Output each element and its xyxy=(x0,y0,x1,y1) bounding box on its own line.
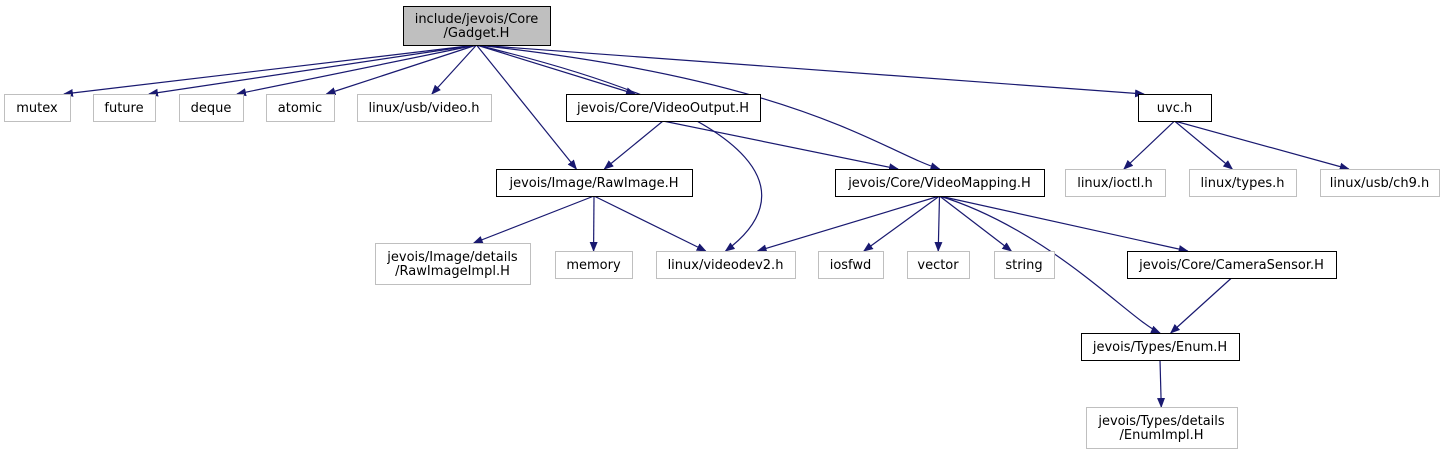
edge-enum-to-enumimpl xyxy=(1157,359,1166,408)
edge-gadget-to-mutex xyxy=(63,44,477,97)
edge-gadget-to-future xyxy=(148,44,477,97)
node-label: linux/videodev2.h xyxy=(668,258,784,273)
node-jevois-core-videomapping-h[interactable]: jevois/Core/VideoMapping.H xyxy=(835,169,1045,197)
node-box xyxy=(907,251,970,279)
node-jevois-core-videooutput-h[interactable]: jevois/Core/VideoOutput.H xyxy=(566,94,761,122)
node-box xyxy=(994,251,1055,279)
node-vector: vector xyxy=(907,251,970,279)
node-label: linux/usb/ch9.h xyxy=(1330,176,1429,191)
node-atomic: atomic xyxy=(266,94,335,122)
node-jevois-types-enum-h[interactable]: jevois/Types/Enum.H xyxy=(1081,333,1240,361)
edge-rawimage-to-videodev2 xyxy=(593,195,707,252)
node-deque: deque xyxy=(179,94,244,122)
edge-videomapping-to-string xyxy=(939,195,1013,252)
node-box xyxy=(1138,94,1212,122)
node-label: jevois/Core/VideoOutput.H xyxy=(576,101,749,116)
node-label: jevois/Core/VideoMapping.H xyxy=(847,176,1031,191)
node-jevois-core-camerasensor-h[interactable]: jevois/Core/CameraSensor.H xyxy=(1127,251,1337,279)
node-label: uvc.h xyxy=(1157,101,1192,116)
node-box xyxy=(1320,169,1440,197)
node-box xyxy=(375,243,531,285)
node-memory: memory xyxy=(555,251,633,279)
edge-videomapping-to-camerasensor xyxy=(939,195,1189,253)
node-box xyxy=(818,251,884,279)
node-label: /Gadget.H xyxy=(444,26,510,41)
node-label: atomic xyxy=(278,101,322,116)
node-label: linux/usb/video.h xyxy=(368,101,479,116)
edge-videomapping-to-videodev2 xyxy=(756,195,940,253)
nodes-layer: include/jevois/Core/Gadget.H mutex future d… xyxy=(4,6,1440,449)
edges-layer xyxy=(63,44,1350,408)
edge-gadget-to-rawimage xyxy=(476,44,578,170)
node-mutex: mutex xyxy=(4,94,71,122)
node-box xyxy=(93,94,156,122)
edge-gadget-to-atomic xyxy=(325,44,477,96)
node-label: vector xyxy=(917,258,959,273)
node-box xyxy=(1086,407,1238,449)
node-box xyxy=(1189,169,1297,197)
node-label: future xyxy=(104,101,143,116)
edge-gadget-to-usbvideo xyxy=(431,44,477,95)
node-label: mutex xyxy=(16,101,58,116)
edge-videomapping-to-iosfwd xyxy=(863,195,940,252)
node-label: jevois/Image/RawImage.H xyxy=(508,176,678,191)
node-box xyxy=(1127,251,1337,279)
node-box xyxy=(357,94,492,122)
edge-gadget-to-videomapping xyxy=(476,44,941,171)
node-linux-types-h: linux/types.h xyxy=(1189,169,1297,197)
node-jevois-image-details-rawimageimpl-h: jevois/Image/details/RawImageImpl.H xyxy=(375,243,531,285)
node-linux-usb-video-h: linux/usb/video.h xyxy=(357,94,492,122)
node-box xyxy=(4,94,71,122)
edge-uvc-to-types xyxy=(1174,120,1234,170)
edge-gadget-to-uvc xyxy=(476,44,1145,98)
node-label: linux/ioctl.h xyxy=(1077,176,1153,191)
node-future: future xyxy=(93,94,156,122)
node-box xyxy=(656,251,796,279)
node-label: string xyxy=(1005,258,1042,273)
node-label: iosfwd xyxy=(830,258,872,273)
node-jevois-types-details-enumimpl-h: jevois/Types/details/EnumImpl.H xyxy=(1086,407,1238,449)
edge-gadget-to-videodev2 xyxy=(476,44,763,252)
edge-videomapping-to-vector xyxy=(934,195,943,252)
node-box xyxy=(566,94,761,122)
node-label: /RawImageImpl.H xyxy=(395,264,510,279)
node-box xyxy=(835,169,1045,197)
node-box xyxy=(496,169,693,197)
node-box xyxy=(403,6,551,46)
node-jevois-image-rawimage-h[interactable]: jevois/Image/RawImage.H xyxy=(496,169,693,197)
node-box xyxy=(179,94,244,122)
node-uvc-h[interactable]: uvc.h xyxy=(1138,94,1212,122)
edge-uvc-to-ch9 xyxy=(1174,120,1350,171)
edge-uvc-to-ioctl xyxy=(1123,120,1175,170)
node-label: deque xyxy=(191,101,232,116)
node-label: jevois/Types/Enum.H xyxy=(1092,340,1227,355)
node-string: string xyxy=(994,251,1055,279)
node-box xyxy=(1081,333,1240,361)
edge-rawimage-to-rawimageimpl xyxy=(472,195,595,244)
edge-camerasensor-to-enum xyxy=(1169,277,1232,334)
node-linux-videodev2-h: linux/videodev2.h xyxy=(656,251,796,279)
node-label: include/jevois/Core xyxy=(415,12,539,27)
node-label: linux/types.h xyxy=(1201,176,1285,191)
edge-gadget-to-deque xyxy=(236,44,477,97)
edge-videomapping-to-enum xyxy=(939,195,1161,334)
edge-videooutput-to-videomapping xyxy=(662,120,900,172)
node-label: jevois/Core/CameraSensor.H xyxy=(1138,258,1324,273)
node-iosfwd: iosfwd xyxy=(818,251,884,279)
node-linux-ioctl-h: linux/ioctl.h xyxy=(1065,169,1166,197)
node-box xyxy=(555,251,633,279)
edge-videooutput-to-rawimage xyxy=(603,120,664,170)
node-box xyxy=(266,94,335,122)
node-box xyxy=(1065,169,1166,197)
edge-gadget-to-videooutput xyxy=(476,44,636,96)
node-label: jevois/Image/details xyxy=(386,250,518,265)
node-label: memory xyxy=(566,258,621,273)
node-linux-usb-ch9-h: linux/usb/ch9.h xyxy=(1320,169,1440,197)
node-include-jevois-core-gadget-h[interactable]: include/jevois/Core/Gadget.H xyxy=(403,6,551,46)
node-label: jevois/Types/details xyxy=(1097,414,1225,429)
node-label: /EnumImpl.H xyxy=(1119,428,1203,443)
